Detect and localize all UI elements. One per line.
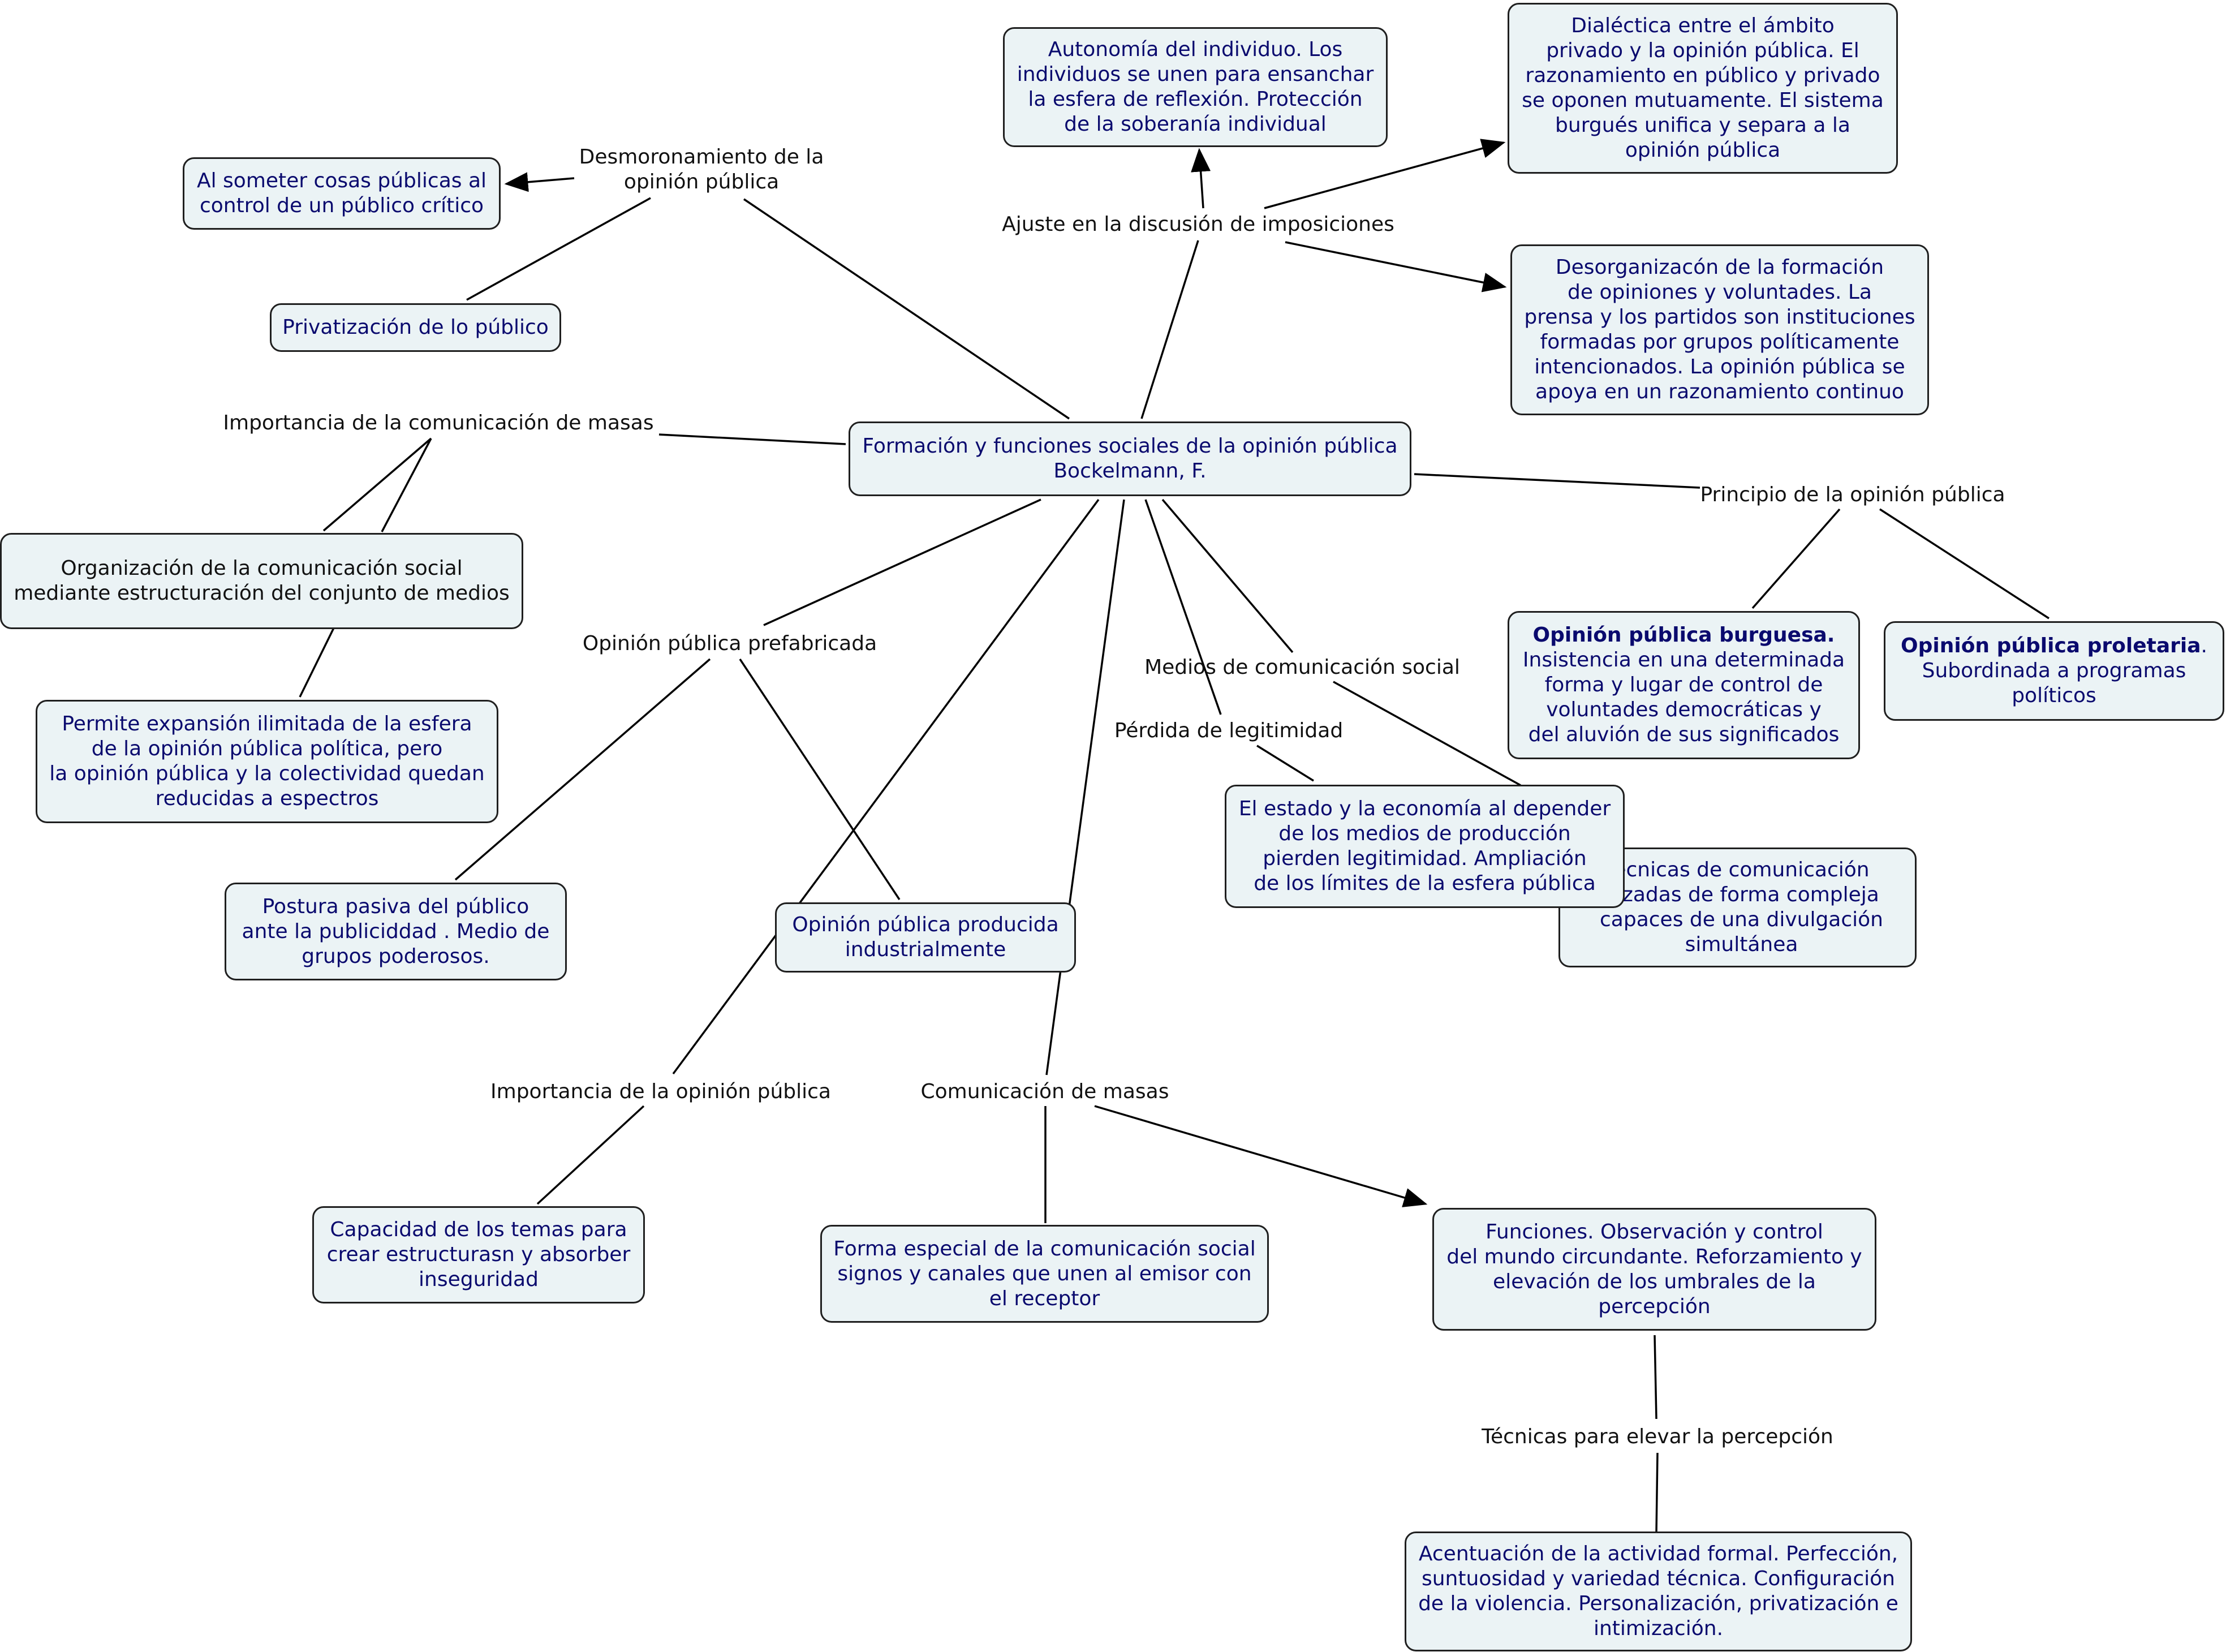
node-forma-especial[interactable]: Forma especial de la comunicación social… xyxy=(820,1225,1269,1323)
node-central-text: Formación y funciones sociales de la opi… xyxy=(862,434,1398,483)
edge-organizacion-permite xyxy=(299,627,335,698)
node-desorganizacion[interactable]: Desorganizacón de la formación de opinio… xyxy=(1510,244,1929,415)
edge-com-masas-funciones xyxy=(1094,1105,1428,1207)
phrase-comunicacion-masas: Comunicación de masas xyxy=(920,1080,1169,1103)
phrase-tecnicas-elevar: Técnicas para elevar la percepción xyxy=(1482,1425,1833,1448)
node-proletaria-rest: Subordinada a programas políticos xyxy=(1922,659,2186,707)
node-dialectica[interactable]: Dialéctica entre el ámbito privado y la … xyxy=(1508,3,1898,174)
node-autonomia[interactable]: Autonomía del individuo. Los individuos … xyxy=(1003,27,1388,147)
node-burguesa-lead: Opinión pública burguesa. xyxy=(1532,623,1835,647)
edge-central-com-masas xyxy=(1045,499,1125,1075)
edge-tecnicas-elevar-acentuacion xyxy=(1655,1452,1659,1534)
node-privatizacion-text: Privatización de lo público xyxy=(282,316,549,339)
node-proletaria[interactable]: Opinión pública proletaria. Subordinada … xyxy=(1884,621,2224,721)
edge-prefabricada-producida xyxy=(739,659,901,900)
node-estado[interactable]: El estado y la economía al depender de l… xyxy=(1225,785,1625,908)
edge-ajuste-dialectica xyxy=(1264,139,1506,209)
node-someter[interactable]: Al someter cosas públicas al control de … xyxy=(183,157,501,230)
phrase-desmoronamiento: Desmoronamiento de la opinión pública xyxy=(579,145,824,193)
node-central[interactable]: Formación y funciones sociales de la opi… xyxy=(849,421,1411,496)
node-producida[interactable]: Opinión pública producida industrialment… xyxy=(775,902,1076,973)
edge-importancia-op-capacidad xyxy=(536,1105,645,1205)
phrase-principio: Principio de la opinión pública xyxy=(1700,483,2005,506)
node-funciones-text: Funciones. Observación y control del mun… xyxy=(1446,1220,1862,1318)
phrase-ajuste: Ajuste en la discusión de imposiciones xyxy=(1002,213,1394,236)
edge-perdida-estado xyxy=(1256,745,1314,782)
node-estado-text: El estado y la economía al depender de l… xyxy=(1238,797,1611,895)
edge-central-medios xyxy=(1161,498,1294,653)
edge-central-importancia-op xyxy=(672,498,1100,1075)
edge-ajuste-autonomia xyxy=(1191,148,1211,209)
phrase-importancia-comunicacion: Importancia de la comunicación de masas xyxy=(223,411,654,434)
node-producida-text: Opinión pública producida industrialment… xyxy=(792,913,1059,961)
node-burguesa-rest: Insistencia en una determinada forma y l… xyxy=(1522,648,1845,746)
node-capacidad[interactable]: Capacidad de los temas para crear estruc… xyxy=(312,1206,645,1303)
edge-central-desmoronamiento xyxy=(743,198,1070,420)
edge-central-perdida xyxy=(1144,499,1222,715)
edge-principio-burguesa xyxy=(1751,508,1841,609)
edge-central-importancia-com xyxy=(658,433,846,445)
node-funciones[interactable]: Funciones. Observación y control del mun… xyxy=(1432,1208,1876,1331)
edge-central-ajuste xyxy=(1140,240,1199,419)
node-postura[interactable]: Postura pasiva del público ante la publi… xyxy=(225,883,567,980)
node-postura-text: Postura pasiva del público ante la publi… xyxy=(242,894,550,968)
node-acentuacion[interactable]: Acentuación de la actividad formal. Perf… xyxy=(1405,1531,1912,1651)
node-dialectica-text: Dialéctica entre el ámbito privado y la … xyxy=(1522,14,1884,162)
node-capacidad-text: Capacidad de los temas para crear estruc… xyxy=(326,1218,631,1291)
edge-funciones-tecnicas-elevar xyxy=(1654,1335,1657,1419)
node-acentuacion-text: Acentuación de la actividad formal. Perf… xyxy=(1418,1542,1898,1640)
node-tecnicas-comunicacion-text: écnicas de comunicación nizadas de forma… xyxy=(1599,858,1883,956)
edge-medios-tecnicas xyxy=(1333,681,1521,786)
phrase-perdida: Pérdida de legitimidad xyxy=(1114,719,1344,742)
edge-importancia-com-organizacion-b xyxy=(381,438,432,532)
node-desorganizacion-text: Desorganizacón de la formación de opinio… xyxy=(1524,256,1915,403)
node-forma-especial-text: Forma especial de la comunicación social… xyxy=(833,1237,1256,1310)
node-permite[interactable]: Permite expansión ilimitada de la esfera… xyxy=(36,700,498,823)
edge-central-prefabricada xyxy=(763,498,1041,626)
edge-desmoronamiento-privatizacion xyxy=(466,197,651,301)
edge-principio-proletaria xyxy=(1879,508,2050,620)
node-privatizacion[interactable]: Privatización de lo público xyxy=(270,303,561,352)
node-permite-text: Permite expansión ilimitada de la esfera… xyxy=(49,712,485,810)
node-proletaria-lead-line: Opinión pública proletaria. xyxy=(1901,634,2207,659)
node-burguesa[interactable]: Opinión pública burguesa. Insistencia en… xyxy=(1508,611,1860,759)
node-someter-text: Al someter cosas públicas al control de … xyxy=(196,169,487,217)
node-organizacion[interactable]: Organización de la comunicación social m… xyxy=(0,533,523,629)
node-tecnicas-comunicacion[interactable]: écnicas de comunicación nizadas de forma… xyxy=(1558,847,1917,967)
edge-prefabricada-postura xyxy=(454,658,711,881)
node-proletaria-dot: . xyxy=(2201,634,2207,657)
edge-importancia-com-organizacion-a xyxy=(322,437,432,532)
edge-desmoronamiento-someter xyxy=(504,172,575,192)
phrase-prefabricada: Opinión pública prefabricada xyxy=(582,632,877,655)
node-proletaria-lead: Opinión pública proletaria xyxy=(1901,634,2201,657)
node-autonomia-text: Autonomía del individuo. Los individuos … xyxy=(1017,38,1374,136)
edge-ajuste-desorganizacion xyxy=(1285,241,1507,292)
edge-central-principio xyxy=(1414,473,1700,489)
phrase-importancia-opinion: Importancia de la opinión pública xyxy=(490,1080,831,1103)
node-organizacion-text: Organización de la comunicación social m… xyxy=(14,557,510,605)
phrase-medios: Medios de comunicación social xyxy=(1144,656,1460,679)
